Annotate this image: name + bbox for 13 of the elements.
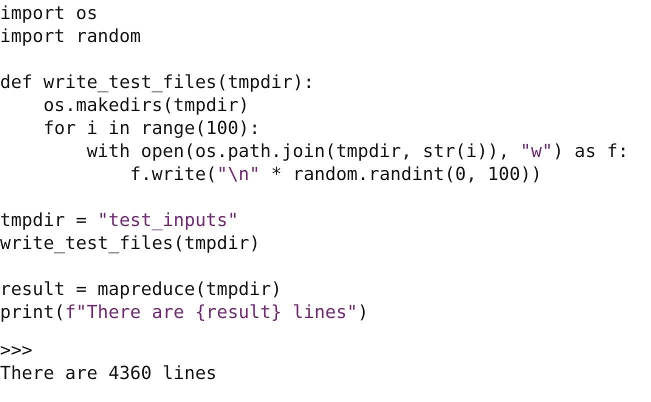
code-line: import os	[0, 3, 98, 25]
code-line: tmpdir = "test_inputs"	[0, 210, 238, 232]
code-line: def write_test_files(tmpdir):	[0, 72, 314, 94]
code-line: f.write("\n" * random.randint(0, 100))	[129, 164, 542, 186]
code-line: with open(os.path.join(tmpdir, str(i)), "w") as f:	[86, 141, 629, 163]
code-line: import random	[0, 26, 141, 48]
code-line: os.makedirs(tmpdir)	[42, 95, 250, 117]
output-text: There are 4360 lines	[0, 363, 217, 385]
prompt-text: >>>	[0, 340, 33, 362]
code-line: print(f"There are {result} lines")	[0, 302, 368, 324]
code-line: for i in range(100):	[42, 118, 260, 140]
code-line: result = mapreduce(tmpdir)	[0, 279, 282, 301]
code-line: write_test_files(tmpdir)	[0, 233, 260, 255]
